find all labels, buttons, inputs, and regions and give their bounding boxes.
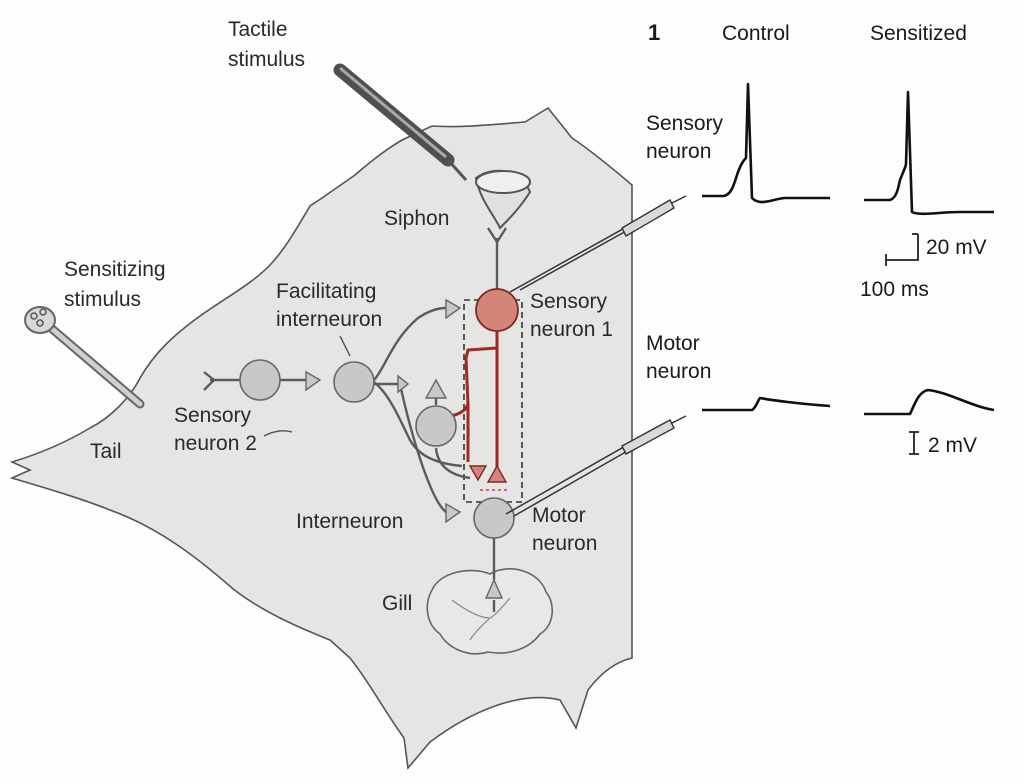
scale-label-2mv: 2 mV [928,434,977,457]
label-sensory-neuron-2-b: neuron 2 [174,432,257,455]
trace-motor-control [702,396,831,412]
label-facilitating-interneuron-1: Facilitating [276,280,376,303]
trace-label-sensory-2: neuron [646,140,711,163]
label-interneuron: Interneuron [296,510,403,533]
terminal-sensory-red-2 [486,464,508,483]
terminal-motor [484,578,504,599]
label-tactile-stimulus-1: Tactile [228,18,288,41]
synaptic-terminals [305,298,508,599]
panel-number: 1 [648,20,660,45]
label-sensory-neuron-1-b: neuron 1 [530,318,613,341]
terminal-fac-to-sensory [445,298,462,320]
sensitizing-probe [24,306,145,409]
label-sensory-neuron-2-a: Sensory [174,404,252,427]
facilitating-interneuron-soma [333,361,375,403]
trace-label-motor-1: Motor [646,332,700,355]
trace-label-motor-2: neuron [646,360,711,383]
voltage-traces [702,82,995,416]
scale-label-20mv: 20 mV [926,236,987,259]
interneuron-soma [415,405,457,447]
motor-neuron-soma [473,497,515,539]
column-control: Control [722,22,790,45]
label-facilitating-interneuron-2: interneuron [276,308,382,331]
terminal-fac-1 [397,374,410,394]
label-motor-neuron-b: neuron [532,532,597,555]
scale-bars [885,233,919,455]
animal-body [9,106,633,770]
label-tail: Tail [90,440,122,463]
label-sensitizing-stimulus-1: Sensitizing [64,258,166,281]
trace-sensory-control [702,82,830,204]
column-sensitized: Sensitized [870,22,967,45]
sensory-neuron-1-soma [475,288,519,332]
terminal-interneuron [445,502,462,524]
label-gill: Gill [382,592,412,615]
scale-label-100ms: 100 ms [860,278,929,301]
terminal-fac-2 [424,378,448,399]
trace-label-sensory-1: Sensory [646,112,724,135]
trace-sensory-sensitized [864,90,994,216]
label-sensitizing-stimulus-2: stimulus [64,288,141,311]
label-tactile-stimulus-2: stimulus [228,48,305,71]
terminal-sensory-red-1 [468,465,488,482]
electrode-motor [505,415,687,517]
label-siphon: Siphon [384,207,449,230]
sensory-neuron-2-soma [239,359,281,401]
gill [426,568,553,655]
label-sensory-neuron-1-a: Sensory [530,290,608,313]
trace-motor-sensitized [864,388,995,416]
scale-bar-2mv [909,431,919,455]
electrode-sensory [509,195,687,293]
label-motor-neuron-a: Motor [532,504,586,527]
tactile-probe [333,63,468,182]
terminal-sensory2-to-fac [305,370,322,392]
scale-bar-20mv [886,234,919,261]
